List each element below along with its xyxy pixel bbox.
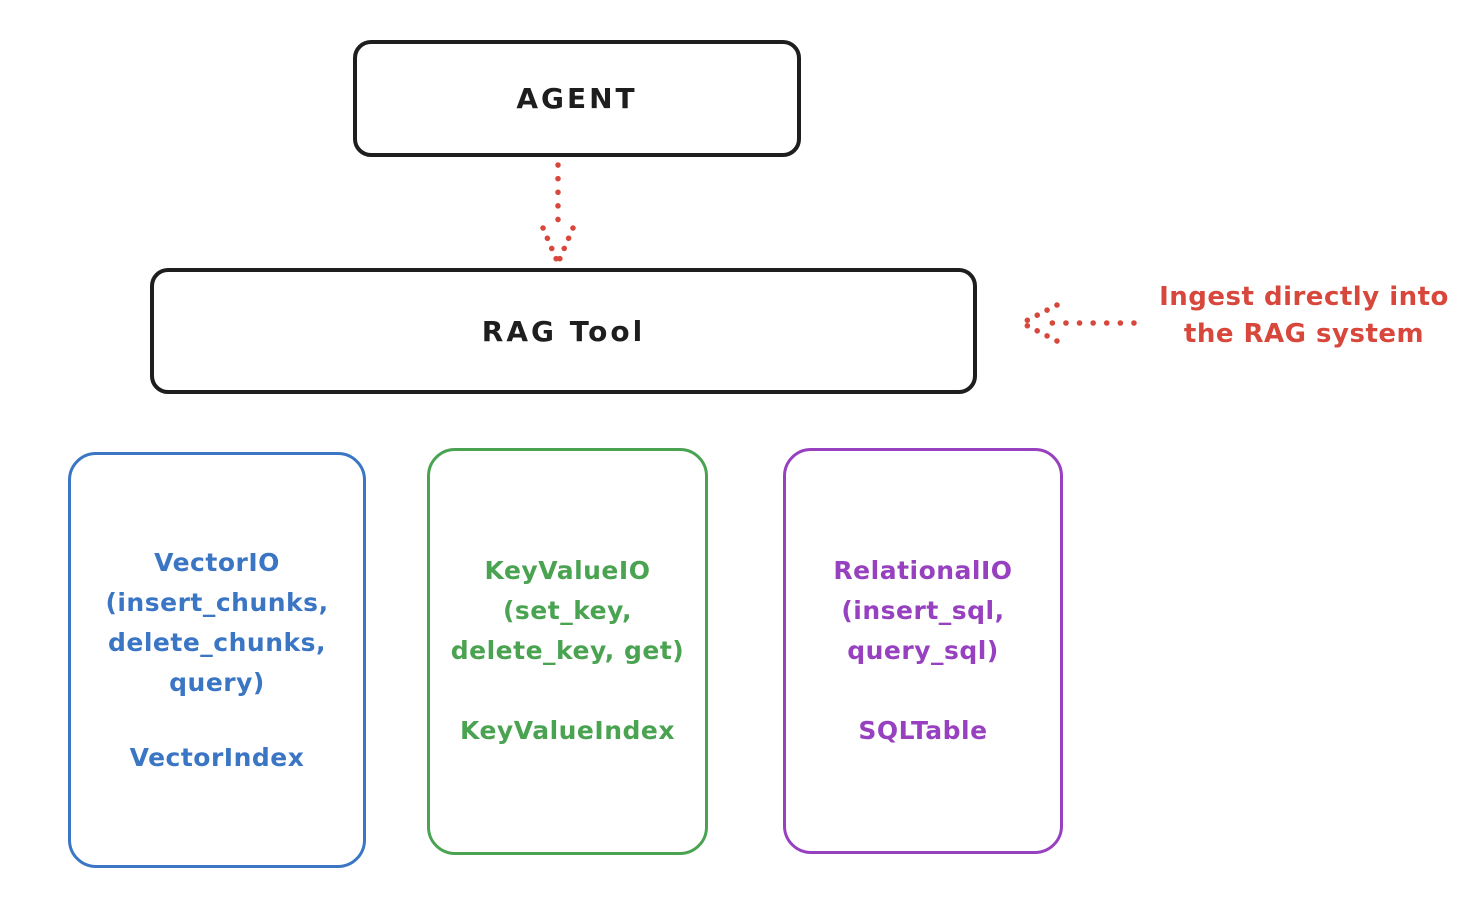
io-title-line: (set_key,	[503, 596, 632, 625]
annotation-line1: Ingest directly into	[1159, 282, 1449, 312]
io-title-line: (insert_chunks,	[105, 588, 329, 617]
vector-io-title: VectorIO (insert_chunks, delete_chunks, …	[71, 543, 363, 703]
io-title-line: query)	[169, 668, 265, 697]
io-title-line: query_sql)	[847, 636, 999, 665]
io-title-line: delete_chunks,	[108, 628, 326, 657]
relational-io-box: RelationalIO (insert_sql, query_sql) SQL…	[783, 448, 1063, 854]
annotation-line2: the RAG system	[1183, 319, 1425, 349]
vector-index-label: VectorIndex	[129, 743, 305, 772]
keyvalue-index-label: KeyValueIndex	[460, 716, 675, 745]
annotation-text: Ingest directly into the RAG system	[1138, 279, 1470, 353]
keyvalue-io-box: KeyValueIO (set_key, delete_key, get) Ke…	[427, 448, 708, 855]
io-title-line: VectorIO	[154, 548, 280, 577]
agent-label: AGENT	[516, 82, 638, 115]
io-title-line: delete_key, get)	[450, 636, 685, 665]
vector-io-box: VectorIO (insert_chunks, delete_chunks, …	[68, 452, 366, 868]
sql-table-label: SQLTable	[858, 716, 988, 745]
io-title-line: KeyValueIO	[484, 556, 651, 585]
io-title-line: RelationalIO	[833, 556, 1013, 585]
agent-to-ragtool-arrow-icon	[540, 162, 576, 266]
relational-io-title: RelationalIO (insert_sql, query_sql)	[786, 551, 1060, 671]
io-title-line: (insert_sql,	[841, 596, 1005, 625]
rag-tool-label: RAG Tool	[481, 314, 646, 348]
agent-box: AGENT	[353, 40, 801, 157]
annotation-to-ragtool-arrow-icon	[1019, 302, 1137, 344]
keyvalue-io-title: KeyValueIO (set_key, delete_key, get)	[430, 551, 705, 671]
rag-tool-box: RAG Tool	[150, 268, 977, 394]
